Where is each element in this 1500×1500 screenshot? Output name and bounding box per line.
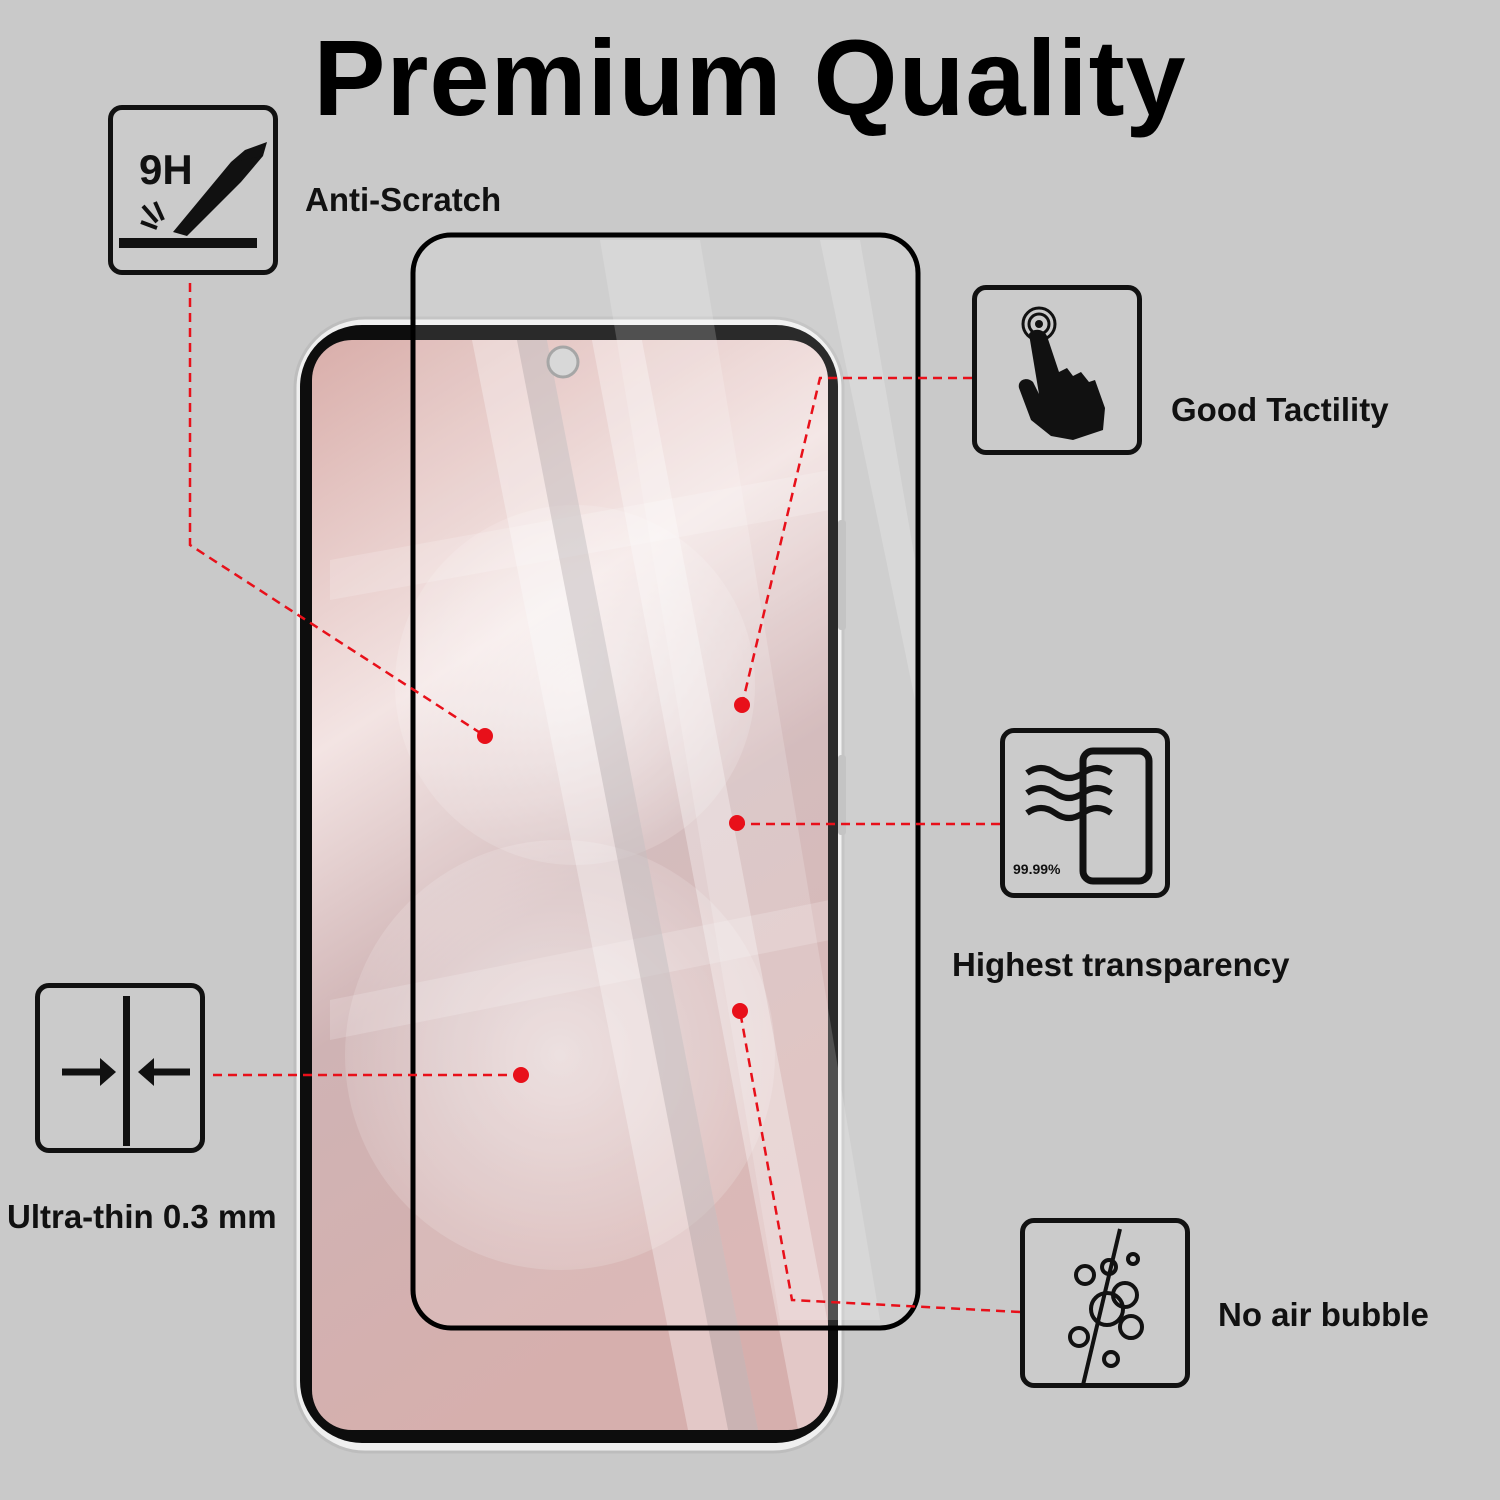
leader-good-tactility [740,376,972,706]
leader-anti-scratch [188,283,486,738]
wallpaper-circle-bottom [345,840,775,1270]
good-tactility-label: Good Tactility [1171,391,1389,428]
leader-lines [188,283,1021,1314]
highest-transparency-box: 99.99% [1000,728,1170,898]
leader-dots [477,697,750,1083]
transparency-percent: 99.99% [1013,861,1061,877]
anti-scratch-label: Anti-Scratch [305,181,502,218]
phone-screen [312,340,828,1430]
dot-highest-transparency [729,815,745,831]
ultra-thin-box [35,983,205,1153]
svg-text:9H: 9H [139,146,193,193]
knife-9h-icon: 9H [119,142,267,248]
ultra-thin-label: Ultra-thin 0.3 mm [7,1198,277,1235]
dot-no-air-bubble [732,1003,748,1019]
wallpaper-circle-top [395,505,755,865]
glass-protector [410,232,921,1331]
thin-arrows-icon [62,996,190,1146]
leader-no-air-bubble [738,1010,1021,1314]
good-tactility-box [972,285,1142,455]
touch-hand-icon [1018,306,1105,440]
no-air-bubble-box [1020,1218,1190,1388]
highest-transparency-label: Highest transparency [952,946,1290,983]
dot-anti-scratch [477,728,493,744]
transparency-waves-icon [1025,747,1153,885]
front-camera [546,345,580,379]
anti-scratch-box: 9H [108,105,278,275]
dot-good-tactility [734,697,750,713]
no-air-bubble-label: No air bubble [1218,1296,1429,1333]
bubbles-icon [1068,1228,1144,1383]
page-title: Premium Quality [313,17,1187,138]
dot-ultra-thin [513,1067,529,1083]
